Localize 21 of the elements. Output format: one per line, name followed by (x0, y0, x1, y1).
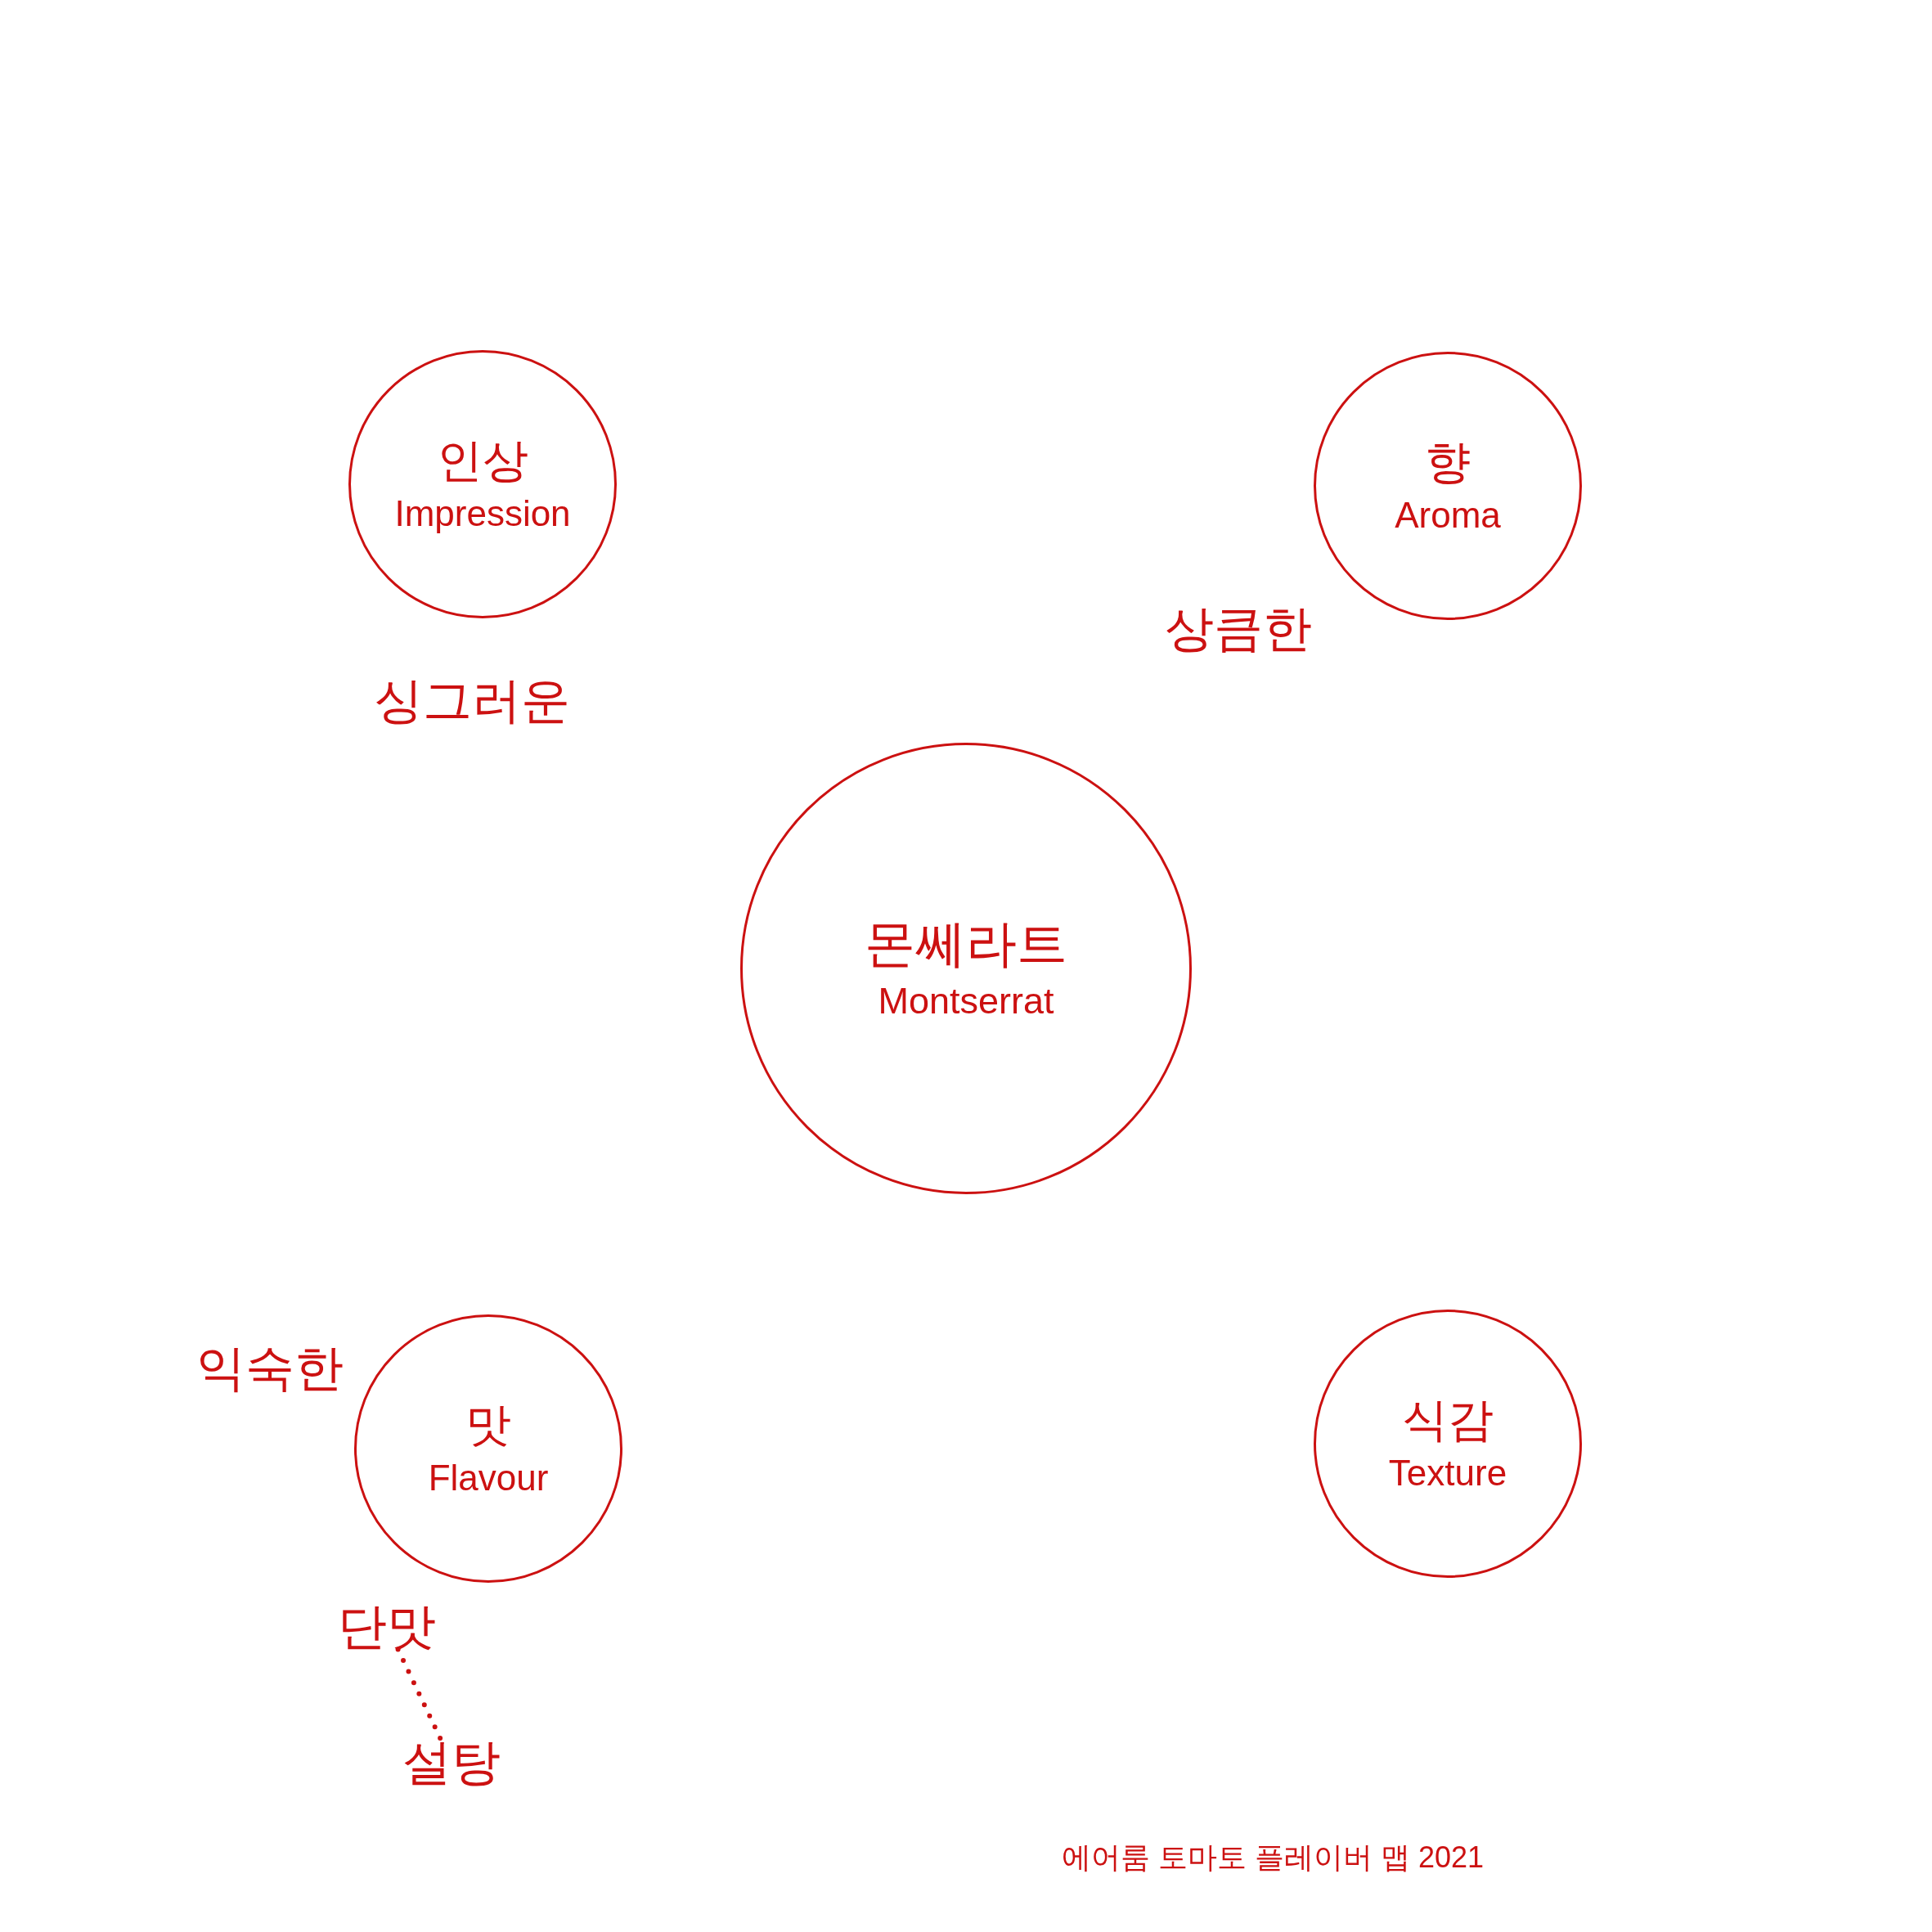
category-subtitle: Montserrat (878, 979, 1054, 1022)
category-title: 몬쎄라트 (865, 914, 1067, 973)
category-circle (740, 743, 1192, 1194)
category-subtitle: Flavour (428, 1457, 549, 1499)
caption-text: 에어룸 토마토 플레이버 맵 2021 (1062, 1840, 1485, 1875)
category-subtitle: Impression (394, 492, 571, 535)
category-title: 인상 (437, 434, 528, 487)
descriptor-text: 익숙한 (196, 1339, 344, 1396)
category-title: 식감 (1402, 1393, 1494, 1446)
category-circle (1314, 352, 1582, 620)
category-circle (348, 350, 617, 618)
flavor-note-text: 설탕 (402, 1733, 501, 1790)
category-subtitle: Aroma (1395, 494, 1501, 537)
flavor-note-text: 단맛 (338, 1597, 436, 1655)
category-title: 맛 (465, 1398, 511, 1451)
descriptor-text: 싱그러운 (374, 672, 570, 729)
category-title: 향 (1425, 435, 1471, 488)
category-circle (1314, 1310, 1582, 1578)
descriptor-text: 상큼한 (1165, 600, 1312, 657)
category-circle (354, 1314, 622, 1583)
category-subtitle: Texture (1388, 1452, 1507, 1494)
